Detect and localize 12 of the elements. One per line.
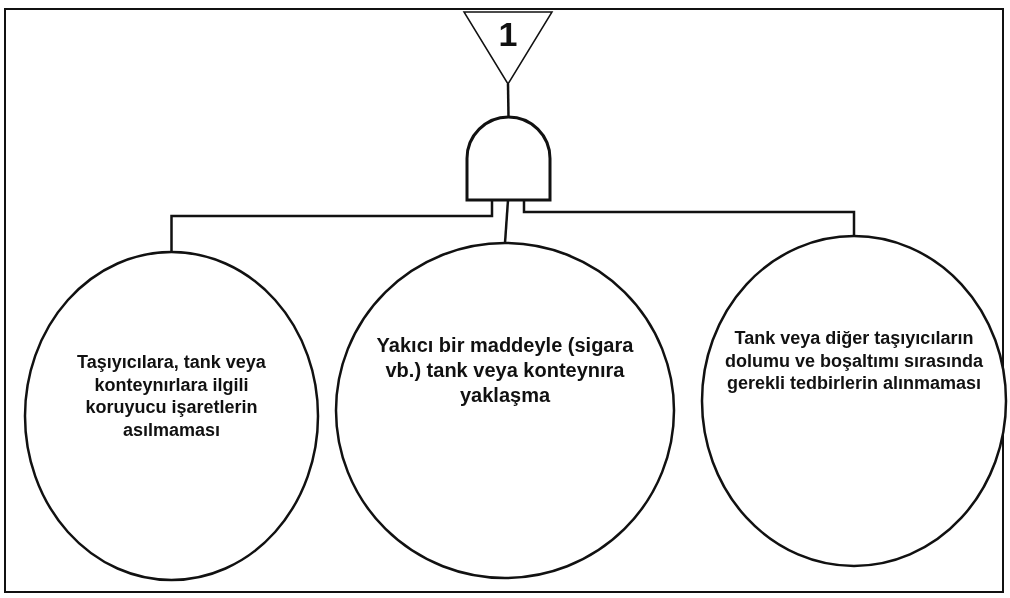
event-text: Taşıyıcılara, tank veya konteynırlara ilgili koruyucu işaretlerin asılmaması: [76, 351, 267, 441]
connector-line: [170, 200, 494, 252]
event-text: Yakıcı bir maddeyle (sigara vb.) tank veya konteynıra yaklaşma: [375, 333, 635, 408]
event-text: Tank veya diğer taşıyıcıların dolumu ve boşaltımı sırasında gerekli tedbirlerin alınmaması: [723, 327, 985, 395]
connector-line: [506, 84, 510, 117]
event-number: 1: [497, 13, 519, 55]
event-circle: [25, 252, 318, 580]
and-gate: [467, 117, 550, 200]
event-circle: [702, 236, 1006, 566]
event-circle: [336, 243, 674, 578]
transfer-triangle: [464, 12, 552, 84]
connector-line: [522, 200, 856, 236]
